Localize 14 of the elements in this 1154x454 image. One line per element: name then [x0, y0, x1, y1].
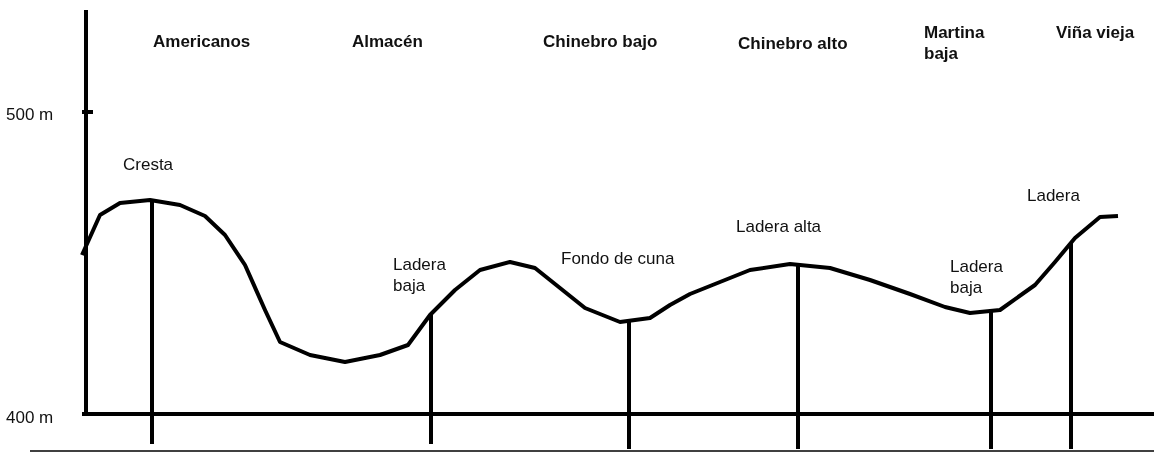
site-name: Martina baja — [924, 22, 986, 64]
landform-label: Ladera — [1027, 185, 1080, 206]
axis-label: 500 m — [6, 104, 54, 125]
landform-label: Cresta — [123, 154, 174, 175]
site-name: Americanos — [153, 31, 251, 52]
landform-label: Fondo de cuna — [561, 248, 675, 269]
landform-label: Ladera baja — [393, 254, 447, 296]
landform-label: Ladera alta — [736, 216, 822, 237]
site-name: Almacén — [352, 31, 423, 52]
landform-label: Ladera baja — [950, 256, 1004, 298]
axis-label: 400 m — [6, 407, 54, 428]
site-name: Chinebro alto — [738, 33, 848, 54]
site-name: Viña vieja — [1056, 22, 1135, 43]
site-name: Chinebro bajo — [543, 31, 658, 52]
